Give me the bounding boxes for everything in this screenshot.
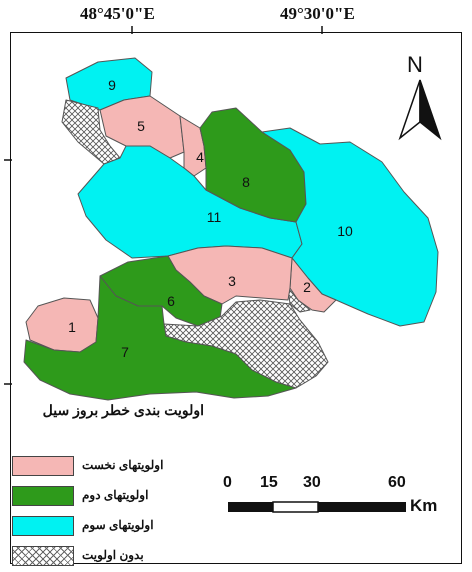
zone-label-7: 7: [121, 344, 129, 360]
north-arrow-icon: [398, 79, 442, 141]
legend-label: اولویتهای نخست: [82, 458, 164, 472]
zone-label-6: 6: [167, 293, 175, 309]
scale-tick-60: 60: [388, 474, 406, 491]
scale-bar: [228, 501, 406, 513]
legend-item-third: اولویتهای سوم: [12, 516, 212, 538]
zone-5[interactable]: [99, 95, 185, 159]
legend-swatch: [12, 456, 74, 476]
zone-label-8: 8: [242, 174, 250, 190]
zone-label-10: 10: [337, 223, 353, 239]
legend-swatch: [12, 486, 74, 506]
scale-tick-0: 0: [223, 474, 232, 491]
legend-label: اولویتهای سوم: [82, 518, 154, 532]
zone-label-11: 11: [207, 209, 222, 225]
legend-swatch: [12, 516, 74, 536]
zone-none-east: [287, 287, 311, 313]
legend-item-first: اولویتهای نخست: [12, 456, 212, 478]
legend-label: اولویتهای دوم: [82, 488, 149, 502]
zone-label-3: 3: [228, 273, 236, 289]
zone-label-2: 2: [303, 279, 311, 295]
zone-label-9: 9: [108, 77, 116, 93]
scale-tick-30: 30: [303, 474, 321, 491]
zone-label-1: 1: [68, 319, 76, 335]
zone-label-5: 5: [137, 118, 145, 134]
north-label: N: [407, 52, 423, 77]
legend-item-none: بدون اولویت: [12, 546, 212, 568]
zone-7[interactable]: [23, 275, 297, 401]
longitude-label-1: 48°45'0"E: [80, 4, 155, 23]
scale-unit: Km: [410, 496, 438, 515]
legend-label: بدون اولویت: [82, 548, 144, 562]
zone-label-4: 4: [196, 149, 204, 165]
legend-item-second: اولویتهای دوم: [12, 486, 212, 508]
zone-2[interactable]: [289, 257, 337, 313]
longitude-label-2: 49°30'0"E: [280, 4, 355, 23]
scale-tick-15: 15: [260, 474, 278, 491]
zone-10[interactable]: [261, 127, 439, 327]
legend-swatch-hatched: [12, 546, 74, 566]
legend-title: اولویت بندی خطر بروز سیل: [42, 402, 204, 418]
